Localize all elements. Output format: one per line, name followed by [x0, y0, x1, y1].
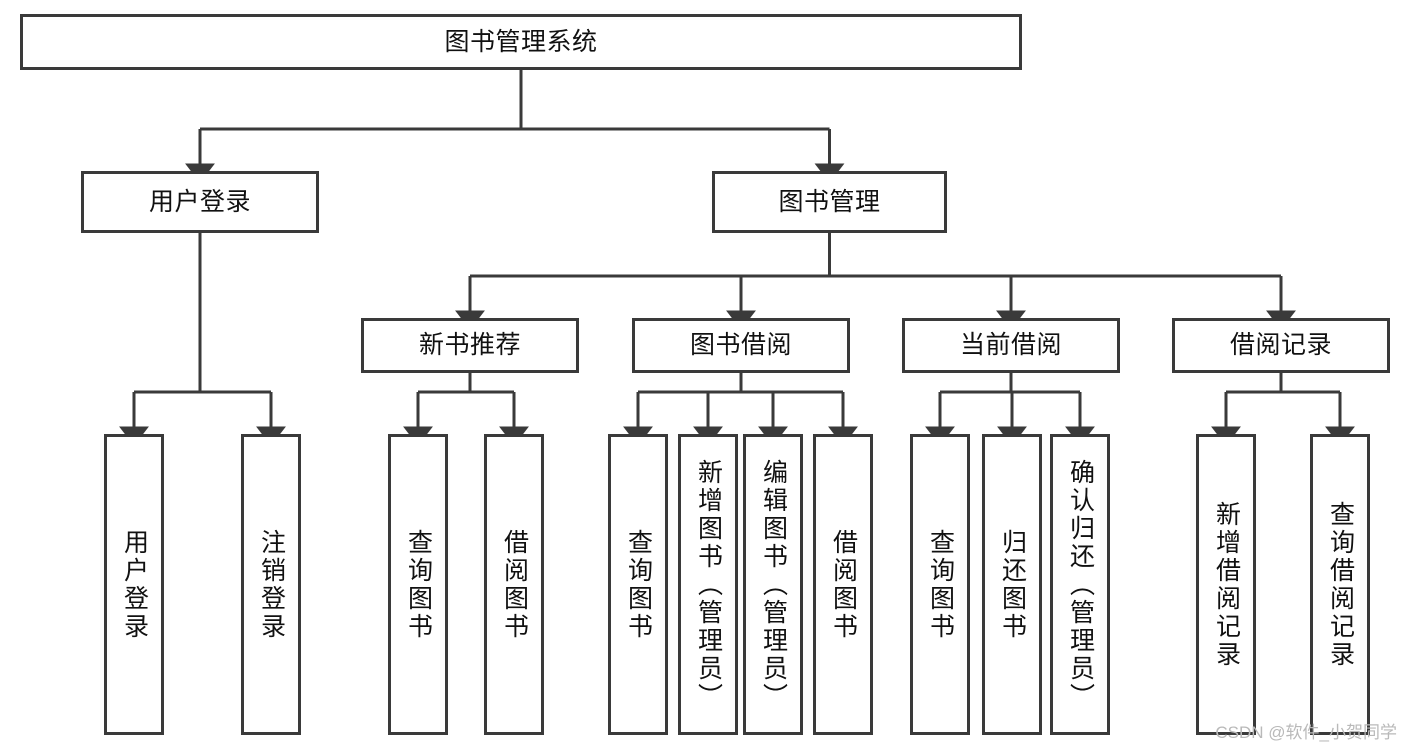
node-label: 归还图书 — [998, 528, 1027, 641]
node-new-book-rec[interactable]: 新书推荐 — [361, 318, 579, 373]
node-label: 借阅记录 — [1229, 331, 1332, 360]
node-leaf-query-book-3[interactable]: 查询图书 — [910, 434, 970, 735]
node-label: 编辑图书（管理员） — [759, 458, 788, 711]
node-leaf-query-book-1[interactable]: 查询图书 — [388, 434, 448, 735]
node-label: 注销登录 — [257, 528, 286, 641]
node-label: 查询图书 — [624, 528, 653, 641]
node-book-manage[interactable]: 图书管理 — [712, 171, 947, 233]
node-leaf-query-book-2[interactable]: 查询图书 — [608, 434, 668, 735]
node-label: 新书推荐 — [418, 331, 521, 360]
node-label: 用户登录 — [148, 187, 251, 216]
node-borrow-record[interactable]: 借阅记录 — [1172, 318, 1390, 373]
node-current-borrow[interactable]: 当前借阅 — [902, 318, 1120, 373]
node-leaf-borrow-book-2[interactable]: 借阅图书 — [813, 434, 873, 735]
node-leaf-borrow-book-1[interactable]: 借阅图书 — [484, 434, 544, 735]
csdn-watermark: CSDN @软件_小贺同学 — [1215, 723, 1397, 742]
node-label: 确认归还（管理员） — [1066, 458, 1095, 711]
node-label: 查询借阅记录 — [1326, 500, 1355, 669]
node-leaf-add-record[interactable]: 新增借阅记录 — [1196, 434, 1256, 735]
node-leaf-confirm-return[interactable]: 确认归还（管理员） — [1050, 434, 1110, 735]
node-root[interactable]: 图书管理系统 — [20, 14, 1022, 70]
node-leaf-add-book[interactable]: 新增图书（管理员） — [678, 434, 738, 735]
node-label: 查询图书 — [926, 528, 955, 641]
node-label: 查询图书 — [404, 528, 433, 641]
node-leaf-query-record[interactable]: 查询借阅记录 — [1310, 434, 1370, 735]
node-label: 新增借阅记录 — [1212, 500, 1241, 669]
node-label: 借阅图书 — [829, 528, 858, 641]
node-leaf-return-book[interactable]: 归还图书 — [982, 434, 1042, 735]
node-label: 用户登录 — [120, 528, 149, 641]
node-book-borrow[interactable]: 图书借阅 — [632, 318, 850, 373]
node-leaf-edit-book[interactable]: 编辑图书（管理员） — [743, 434, 803, 735]
node-leaf-user-logout[interactable]: 注销登录 — [241, 434, 301, 735]
node-label: 图书管理系统 — [444, 27, 598, 56]
node-user-login[interactable]: 用户登录 — [81, 171, 319, 233]
node-label: 图书管理 — [778, 187, 881, 216]
node-leaf-user-login[interactable]: 用户登录 — [104, 434, 164, 735]
node-label: 当前借阅 — [959, 331, 1062, 360]
node-label: 图书借阅 — [689, 331, 792, 360]
node-label: 新增图书（管理员） — [694, 458, 723, 711]
node-label: 借阅图书 — [500, 528, 529, 641]
